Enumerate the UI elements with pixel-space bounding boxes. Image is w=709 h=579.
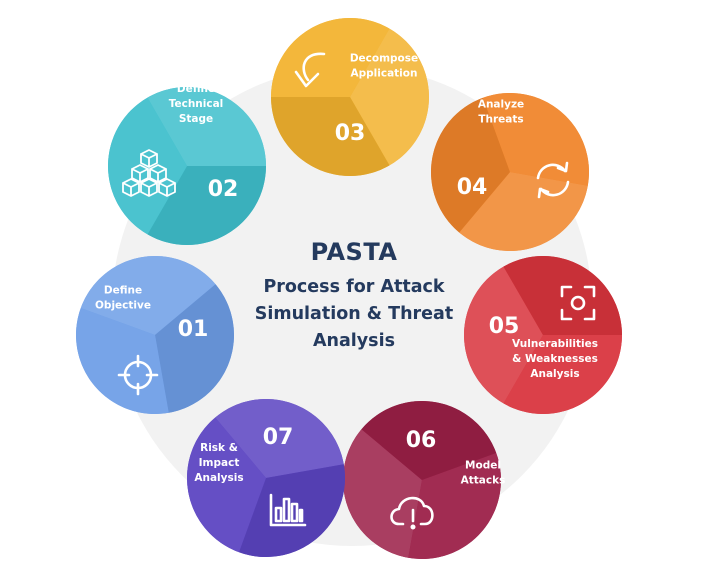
stage-label-line: Objective <box>95 300 151 312</box>
stage-label-line: Vulnerabilities <box>512 338 598 350</box>
stage-number: 07 <box>263 425 294 450</box>
crosshair-icon <box>117 354 159 396</box>
stage-label-line: Model <box>465 460 501 472</box>
stage-label-line: Impact <box>199 457 240 469</box>
stage-label-line: Risk & <box>200 442 238 454</box>
stage-label-line: Define <box>104 285 142 297</box>
scan-icon <box>560 285 596 321</box>
stage-label-line: Analysis <box>194 472 243 484</box>
stage-number: 03 <box>335 121 366 146</box>
arrow-down-curve-icon <box>294 52 326 88</box>
bar-chart-icon <box>269 493 307 527</box>
cubes-icon <box>122 149 176 197</box>
stage-segment <box>431 97 510 233</box>
center-subtitle-line: Process for Attack <box>263 277 445 297</box>
center-subtitle-line: Analysis <box>312 331 396 351</box>
stage-segment <box>75 307 169 414</box>
stage-label-line: Decompose <box>350 53 418 65</box>
stage-label-line: Analyze <box>478 99 524 111</box>
center-label: PASTA Process for Attack Simulation & Th… <box>234 238 474 355</box>
stage-label-line: Stage <box>179 113 213 125</box>
stage-number: 05 <box>489 314 520 339</box>
stage-segment <box>186 417 266 553</box>
refresh-icon <box>536 161 570 199</box>
stage-segment <box>350 28 429 166</box>
stage-label-line: Application <box>351 68 418 80</box>
stage-segment <box>271 97 390 176</box>
stage-segment <box>503 335 622 414</box>
stage-number: 06 <box>406 428 437 453</box>
center-subtitle-line: Simulation & Threat <box>254 304 454 324</box>
stage-label-line: Define <box>177 83 215 95</box>
center-subtitle: Process for Attack Simulation & Threat A… <box>234 274 474 355</box>
stage-segment <box>459 172 588 251</box>
stage-segment <box>147 166 266 245</box>
stage-segment <box>482 92 589 186</box>
center-title: PASTA <box>310 238 398 266</box>
stage-segment <box>215 399 344 478</box>
stage-label-line: Attacks <box>461 475 506 487</box>
stage-number: 01 <box>178 317 209 342</box>
stage-segment <box>361 400 497 480</box>
stage-segment <box>155 284 234 413</box>
stage-label-line: Technical <box>169 98 224 110</box>
cloud-alert-icon <box>390 496 434 530</box>
stage-number: 02 <box>208 177 239 202</box>
stage-label-line: Threats <box>478 114 523 126</box>
stage-number: 04 <box>457 175 488 200</box>
stage-label-line: Analysis <box>530 368 579 380</box>
stage-label-line: & Weaknesses <box>512 353 598 365</box>
stage-segment <box>147 87 266 166</box>
stage-segment <box>343 429 422 558</box>
stage-segment <box>80 255 216 335</box>
stage-segment <box>408 452 502 559</box>
